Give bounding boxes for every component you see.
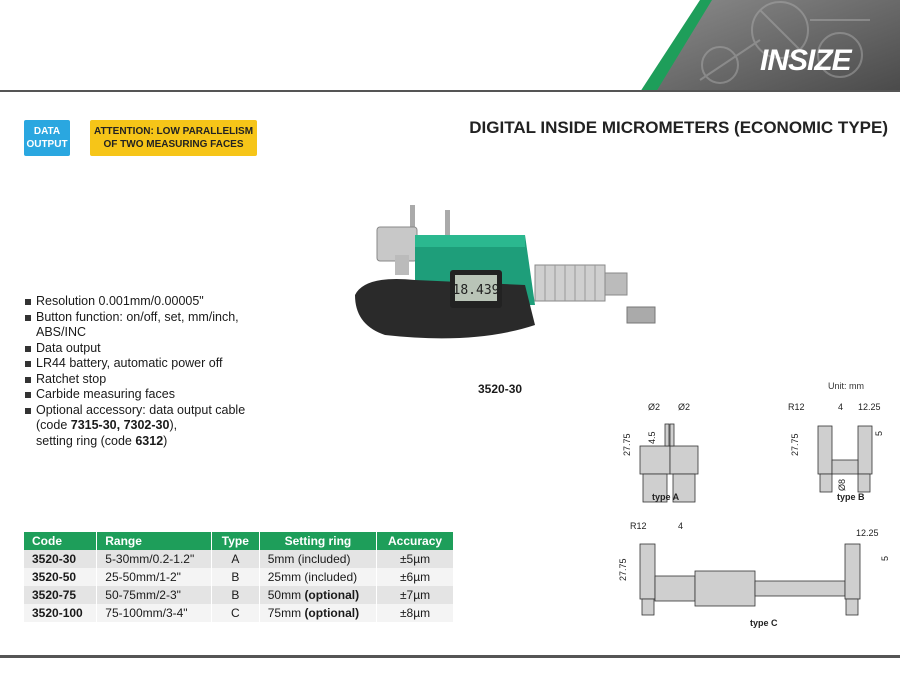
- cell-accuracy: ±6µm: [376, 568, 454, 586]
- col-type: Type: [211, 532, 260, 550]
- cell-range: 50-75mm/2-3": [96, 586, 212, 604]
- type-b-dim-h2: 5: [874, 431, 884, 436]
- brand-logo: INSIZE: [760, 44, 852, 77]
- col-setting-ring: Setting ring: [259, 532, 378, 550]
- cell-range: 75-100mm/3-4": [96, 604, 212, 622]
- model-label: 3520-30: [478, 382, 523, 396]
- cell-code: 3520-100: [24, 604, 98, 622]
- feature-list: Resolution 0.001mm/0.00005" Button funct…: [24, 294, 294, 449]
- type-a-label: type A: [652, 492, 680, 502]
- type-b-dim-h1: 27.75: [790, 433, 800, 456]
- ring-text: 50mm: [267, 588, 305, 602]
- feature-item: Button function: on/off, set, mm/inch,: [24, 310, 294, 326]
- ring-text: 5mm (included): [267, 552, 351, 566]
- cell-type: B: [211, 586, 260, 604]
- footer-divider: [0, 655, 900, 658]
- page-title: DIGITAL INSIDE MICROMETERS (ECONOMIC TYP…: [469, 118, 888, 137]
- cell-code: 3520-75: [24, 586, 98, 604]
- data-output-badge-text: DATA OUTPUT: [26, 126, 68, 150]
- data-output-badge: DATA OUTPUT: [24, 120, 70, 156]
- attention-badge: ATTENTION: LOW PARALLELISM OF TWO MEASUR…: [90, 120, 257, 156]
- cell-code: 3520-50: [24, 568, 98, 586]
- cell-accuracy: ±7µm: [376, 586, 454, 604]
- type-a-dim-h1: 27.75: [622, 433, 632, 456]
- cell-ring: 5mm (included): [259, 550, 378, 568]
- micrometer-image: 18.439: [355, 205, 656, 339]
- type-a-dim-d2: Ø2: [678, 402, 690, 412]
- feature-item: Resolution 0.001mm/0.00005": [24, 294, 294, 310]
- cell-type: C: [211, 604, 260, 622]
- cell-range: 5-30mm/0.2-1.2": [96, 550, 212, 568]
- type-b-dim-r: R12: [788, 402, 805, 412]
- ring-text: 75mm: [267, 606, 305, 620]
- feature-item: Ratchet stop: [24, 372, 294, 388]
- type-c-dim-w: 4: [678, 521, 683, 531]
- cell-range: 25-50mm/1-2": [96, 568, 212, 586]
- feature-item: Carbide measuring faces: [24, 387, 294, 403]
- setting-ring-code: 6312: [135, 433, 164, 448]
- type-b-dim-w2: 12.25: [858, 402, 881, 412]
- cell-accuracy: ±8µm: [376, 604, 454, 622]
- feature-item-continuation: (code 7315-30, 7302-30),: [24, 418, 294, 434]
- type-c-dim-r: R12: [630, 521, 647, 531]
- cell-accuracy: ±5µm: [376, 550, 454, 568]
- attention-line-2: OF TWO MEASURING FACES: [103, 139, 244, 150]
- type-c-dim-w2: 12.25: [856, 528, 879, 538]
- cell-ring: 75mm (optional): [259, 604, 378, 622]
- type-b-dim-d: Ø8: [837, 479, 847, 491]
- unit-label: Unit: mm: [828, 381, 864, 391]
- accessory-codes: 7315-30, 7302-30: [70, 418, 170, 432]
- feature-item-continuation: ABS/INC: [36, 325, 87, 339]
- accessory-code-suffix: ),: [169, 418, 178, 432]
- type-b-label: type B: [837, 492, 865, 502]
- table-row: 3520-50 25-50mm/1-2" B 25mm (included) ±…: [24, 568, 454, 586]
- setting-ring-suffix: ): [163, 433, 168, 448]
- table-row: 3520-30 5-30mm/0.2-1.2" A 5mm (included)…: [24, 550, 454, 568]
- col-range: Range: [96, 532, 212, 550]
- header-banner: INSIZE: [0, 0, 900, 92]
- attention-line-1: ATTENTION: LOW PARALLELISM: [93, 126, 254, 137]
- table-row: 3520-75 50-75mm/2-3" B 50mm (optional) ±…: [24, 586, 454, 604]
- accessory-code-prefix: (code: [36, 418, 71, 432]
- display-value: 18.439: [453, 283, 500, 298]
- feature-item: Data output: [24, 341, 294, 357]
- table-header-row: Code Range Type Setting ring Accuracy: [24, 532, 454, 550]
- type-a-dim-d1: Ø2: [648, 402, 660, 412]
- cell-code: 3520-30: [24, 550, 98, 568]
- setting-ring-prefix: setting ring (code: [36, 433, 136, 448]
- ring-bold: (optional): [304, 588, 360, 602]
- cell-ring: 50mm (optional): [259, 586, 378, 604]
- type-a-dim-h2: 4.5: [647, 431, 657, 444]
- feature-item: Optional accessory: data output cable: [24, 403, 294, 419]
- ring-text: 25mm (included): [267, 570, 358, 584]
- type-b-dim-w: 4: [838, 402, 843, 412]
- type-c-dim-h2: 5: [880, 556, 890, 561]
- col-code: Code: [24, 532, 98, 550]
- col-accuracy: Accuracy: [376, 532, 454, 550]
- type-c-label: type C: [750, 618, 778, 628]
- cell-type: B: [211, 568, 260, 586]
- type-c-dim-h1: 27.75: [618, 558, 628, 581]
- insize-logo-arrows: [0, 12, 140, 28]
- spec-table: Code Range Type Setting ring Accuracy 35…: [24, 532, 454, 622]
- technical-drawings: Ø2 Ø2 27.75 4.5 type A R12 4 12.25 27.75…: [618, 402, 890, 628]
- cell-type: A: [211, 550, 260, 568]
- feature-item: LR44 battery, automatic power off: [24, 356, 294, 372]
- table-row: 3520-100 75-100mm/3-4" C 75mm (optional)…: [24, 604, 454, 622]
- ring-bold: (optional): [304, 606, 360, 620]
- cell-ring: 25mm (included): [259, 568, 378, 586]
- feature-item-continuation: setting ring (code 6312): [24, 434, 294, 450]
